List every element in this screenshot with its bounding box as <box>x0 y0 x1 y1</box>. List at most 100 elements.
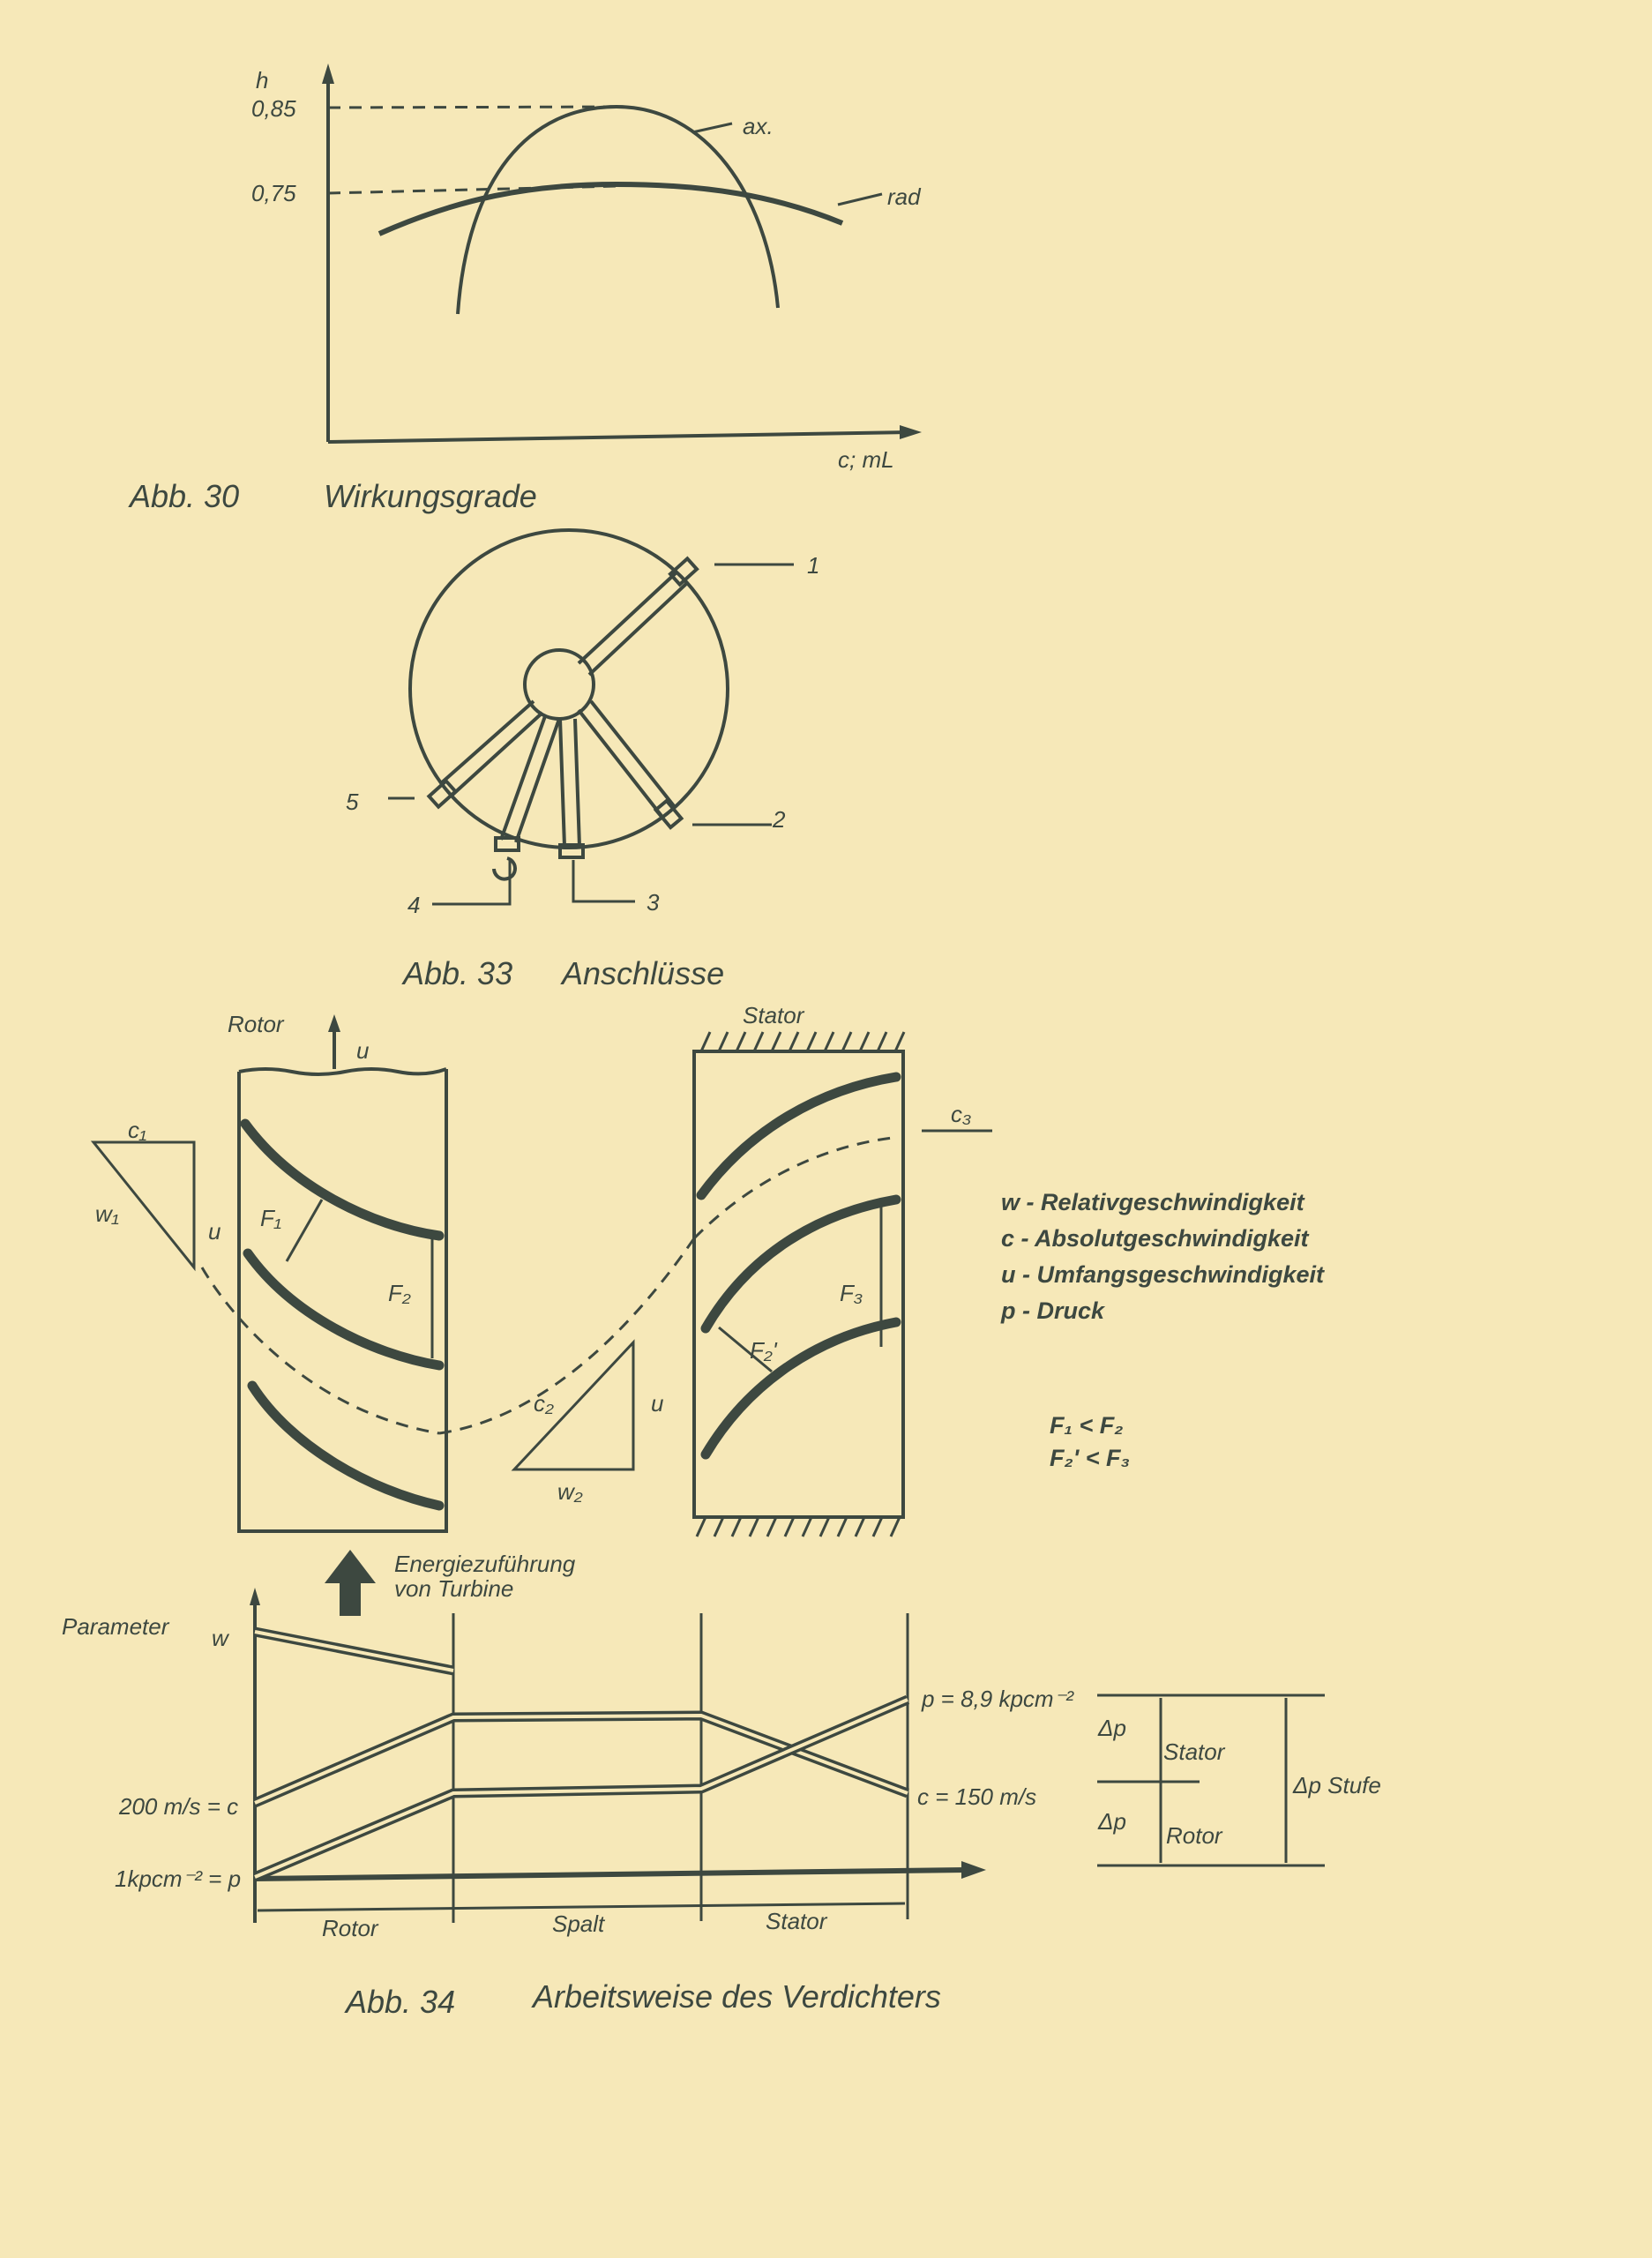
u-label: u <box>356 1037 369 1064</box>
stator-area-arrows <box>718 1203 883 1373</box>
label-1: 1 <box>807 552 819 579</box>
stator-label: Stator <box>743 1002 805 1028</box>
caption-number: Abb. 33 <box>401 955 512 991</box>
section-stator: Stator <box>766 1908 828 1934</box>
leader-lines <box>388 563 794 906</box>
F1-label: F₁ <box>260 1205 281 1231</box>
stator-blade-1 <box>696 1072 901 1200</box>
u-arrow-icon <box>328 1014 340 1032</box>
chart-x-axis <box>254 1867 967 1881</box>
rotation-arrow-icon <box>492 856 517 881</box>
stator-box <box>692 1050 905 1519</box>
legend-u: u - Umfangsgeschwindigkeit <box>1001 1261 1325 1288</box>
parameter-label: Parameter <box>62 1613 170 1640</box>
pressure-rise-diagram: Δp Stator Δp Rotor Δp Stufe <box>1097 1694 1381 1867</box>
w-label: w <box>212 1625 230 1651</box>
spoke-5 <box>439 699 544 797</box>
connector-3 <box>558 843 585 859</box>
x-axis-label: c; mL <box>838 446 894 473</box>
gap-flow-line <box>438 1237 696 1435</box>
connector-1 <box>668 556 699 587</box>
rotor-area-arrows <box>285 1199 434 1358</box>
spoke-2 <box>577 699 676 818</box>
p-end-label: p = 8,9 kpcm⁻² <box>921 1686 1074 1712</box>
inequality-2: F₂' < F₃ <box>1050 1445 1130 1471</box>
caption-title: Anschlüsse <box>560 955 724 991</box>
u1-label: u <box>208 1218 221 1245</box>
u2-label: u <box>651 1390 663 1417</box>
label-rad: rad <box>887 183 922 210</box>
y-axis-label: h <box>256 67 268 93</box>
series-c <box>252 1710 909 1808</box>
w1-label: w₁ <box>95 1200 119 1227</box>
spokes <box>426 556 699 859</box>
c3-label: c₃ <box>951 1101 971 1127</box>
c1-label: c₁ <box>128 1117 146 1143</box>
leader-rad <box>837 192 883 206</box>
energy-label-1: Energiezuführung <box>394 1551 576 1577</box>
series-p <box>252 1694 910 1882</box>
rotor-exit-velocity-triangle <box>511 1339 635 1471</box>
label-5: 5 <box>346 789 359 815</box>
leader-ax <box>691 122 733 134</box>
fig34-caption-number: Abb. 34 <box>344 1984 455 2020</box>
dp-stufe-label: Δp Stufe <box>1292 1772 1381 1798</box>
F3-label: F₃ <box>840 1280 863 1306</box>
label-4: 4 <box>407 892 420 918</box>
pressure-lines <box>1097 1694 1325 1867</box>
x-axis <box>327 430 909 444</box>
rotor-blade-2 <box>243 1248 445 1371</box>
p-start-label: 1kpcm⁻² = p <box>115 1865 241 1892</box>
label-ax: ax. <box>743 113 774 139</box>
spoke-4 <box>499 715 561 843</box>
caption-title: Wirkungsgrade <box>324 478 537 514</box>
x-axis-arrow-icon <box>900 425 922 439</box>
parameter-chart: Energiezuführung von Turbine Rotor Spalt… <box>62 1550 1074 1941</box>
w2-label: w₂ <box>557 1478 583 1505</box>
symbol-legend: w - Relativgeschwindigkeit c - Absolutge… <box>1000 1189 1325 1471</box>
curve-radial <box>377 181 844 236</box>
energy-label-2: von Turbine <box>394 1575 513 1602</box>
section-spalt: Spalt <box>552 1910 606 1937</box>
connector-2 <box>653 798 684 830</box>
spoke-1 <box>577 570 690 677</box>
stator-blade-3 <box>700 1317 901 1460</box>
line-w-inner <box>254 1630 454 1672</box>
rotor-label: Rotor <box>228 1011 285 1037</box>
spoke-3 <box>558 718 581 848</box>
legend-p: p - Druck <box>1000 1297 1106 1324</box>
efficiency-chart: h 0,85 0,75 ax. rad c; mL Abb. 30 Wirkun… <box>128 64 922 514</box>
stator-blade-2 <box>700 1194 901 1334</box>
rotor-box <box>237 1067 448 1533</box>
legend-w: w - Relativgeschwindigkeit <box>1001 1189 1305 1215</box>
y-axis-arrow-icon <box>322 64 334 84</box>
dp-stator-symbol: Δp <box>1097 1715 1126 1741</box>
fig34-caption-title: Arbeitsweise des Verdichters <box>531 1978 941 2015</box>
inlet-velocity-triangle <box>90 1140 196 1272</box>
line-c-inner <box>254 1714 908 1805</box>
tick-075: 0,75 <box>251 180 296 206</box>
section-rotor: Rotor <box>322 1915 379 1941</box>
stator-hatching <box>695 1031 906 1537</box>
curve-axial <box>456 104 780 315</box>
housing-circle <box>408 528 729 849</box>
connector-5 <box>426 778 459 810</box>
F2p-label: F₂' <box>750 1337 778 1364</box>
chart-y-arrow-icon <box>250 1588 260 1605</box>
line-p <box>252 1694 910 1882</box>
c-end-label: c = 150 m/s <box>917 1783 1036 1810</box>
series-w <box>253 1626 455 1676</box>
legend-c: c - Absolutgeschwindigkeit <box>1001 1225 1310 1252</box>
inequality-1: F₁ < F₂ <box>1050 1412 1124 1439</box>
connections-diagram: 1 2 3 4 5 Abb. 33 Anschlüsse <box>346 528 819 991</box>
section-dimension-line <box>257 1902 906 1912</box>
rotor-flow-line <box>200 1267 440 1435</box>
dp-rotor-symbol: Δp <box>1097 1808 1126 1835</box>
caption-number: Abb. 30 <box>128 478 239 514</box>
rotor-blade-3 <box>247 1380 445 1511</box>
connector-4 <box>494 836 520 852</box>
line-p-inner <box>254 1698 908 1879</box>
chart-x-arrow-icon <box>961 1861 986 1879</box>
rotor-blade-1 <box>240 1118 445 1241</box>
